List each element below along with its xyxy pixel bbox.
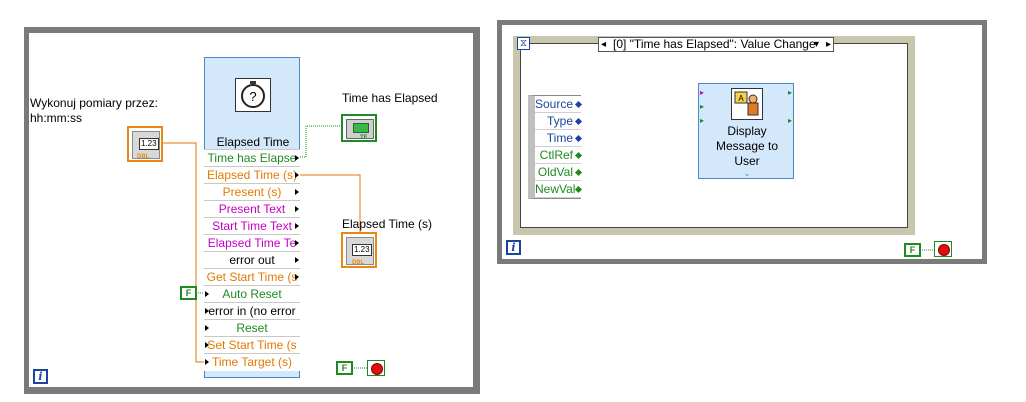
iteration-terminal-left: i (33, 369, 48, 384)
terminal-start-time-text[interactable]: Start Time Text (204, 217, 300, 235)
display-message-icon: A (731, 88, 763, 120)
decrement-arrow-icon[interactable]: ◂ (601, 39, 607, 50)
display-message-express-vi[interactable]: A Display Message to User ⌄ ▸ ▸ ▸ ▸ ▸ (698, 83, 794, 179)
terminal-present[interactable]: Present (s) (204, 183, 300, 201)
output-pin-icon: ▸ (787, 116, 792, 125)
stop-false-constant[interactable]: F (336, 361, 353, 375)
while-loop-left[interactable] (24, 27, 480, 394)
event-data-oldval[interactable]: OldVal (535, 164, 583, 181)
terminal-error-in[interactable]: error in (no error (204, 302, 300, 320)
stopwatch-icon: ? (235, 78, 271, 112)
stop-icon (371, 363, 383, 375)
event-case-label: [0] "Time has Elapsed": Value Change (613, 37, 816, 51)
time-elapsed-bool-indicator[interactable]: TF (341, 114, 377, 142)
terminal-get-start-time[interactable]: Get Start Time (s (204, 268, 300, 286)
svg-text:A: A (738, 94, 744, 103)
terminal-present-text[interactable]: Present Text (204, 200, 300, 218)
event-data-ctlref[interactable]: CtlRef (535, 147, 583, 164)
duration-dbl-control[interactable]: 1.23 DBL (127, 126, 163, 162)
input-pin-icon: ▸ (700, 116, 705, 125)
expand-chevron-icon[interactable]: ⌄ (743, 168, 751, 178)
event-case-selector[interactable]: ◂ [0] "Time has Elapsed": Value Change ▾… (598, 37, 834, 52)
false-constant[interactable]: F (180, 286, 197, 300)
terminal-time-target[interactable]: Time Target (s) (204, 353, 300, 371)
terminal-time-has-elapsed[interactable]: Time has Elapse (204, 149, 300, 167)
input-pin-icon: ▸ (700, 88, 705, 97)
svg-text:?: ? (249, 89, 256, 104)
loop-stop-terminal[interactable] (367, 360, 385, 376)
terminal-reset[interactable]: Reset (204, 319, 300, 337)
terminal-auto-reset[interactable]: Auto Reset (204, 285, 300, 303)
event-data-source[interactable]: Source (535, 96, 583, 113)
hourglass-icon[interactable]: ⧖ (517, 37, 530, 50)
increment-arrow-icon[interactable]: ▸ (825, 39, 831, 50)
led-icon (353, 123, 369, 133)
bool-indicator-body (346, 119, 374, 139)
input-pin-icon: ▸ (700, 102, 705, 111)
stop-icon (938, 244, 950, 256)
dropdown-icon[interactable]: ▾ (813, 39, 819, 50)
iteration-terminal-right: i (506, 240, 521, 255)
display-message-label: Display Message to User (715, 124, 779, 168)
indicator-value: 1.23 (352, 244, 372, 256)
terminal-error-out[interactable]: error out (204, 251, 300, 269)
output-pin-icon: ▸ (787, 88, 792, 97)
control-type-tag: DBL (137, 154, 150, 160)
terminal-set-start-time[interactable]: Set Start Time (s (204, 336, 300, 354)
express-vi-title: Elapsed Time (216, 135, 290, 149)
event-data-newval[interactable]: NewVal (535, 181, 583, 198)
indicator-type-tag: DBL (352, 260, 365, 266)
duration-control-label: Wykonuj pomiary przez: hh:mm:ss (30, 96, 158, 125)
control-value: 1.23 (139, 138, 159, 150)
terminal-elapsed-time-text[interactable]: Elapsed Time Te (204, 234, 300, 252)
elapsed-time-dbl-indicator[interactable]: 1.23 DBL (341, 232, 377, 268)
bool-type-tag: TF (360, 135, 368, 141)
stop-false-constant-right[interactable]: F (904, 243, 921, 257)
loop-stop-terminal-right[interactable] (934, 241, 952, 257)
event-data-time[interactable]: Time (535, 130, 583, 147)
time-elapsed-indicator-label: Time has Elapsed (342, 91, 438, 105)
event-data-type[interactable]: Type (535, 113, 583, 130)
stop-wire-right (920, 249, 934, 251)
while-loop-right[interactable] (497, 20, 987, 264)
elapsed-time-indicator-label: Elapsed Time (s) (342, 217, 433, 231)
terminal-elapsed-time[interactable]: Elapsed Time (s) (204, 166, 300, 184)
